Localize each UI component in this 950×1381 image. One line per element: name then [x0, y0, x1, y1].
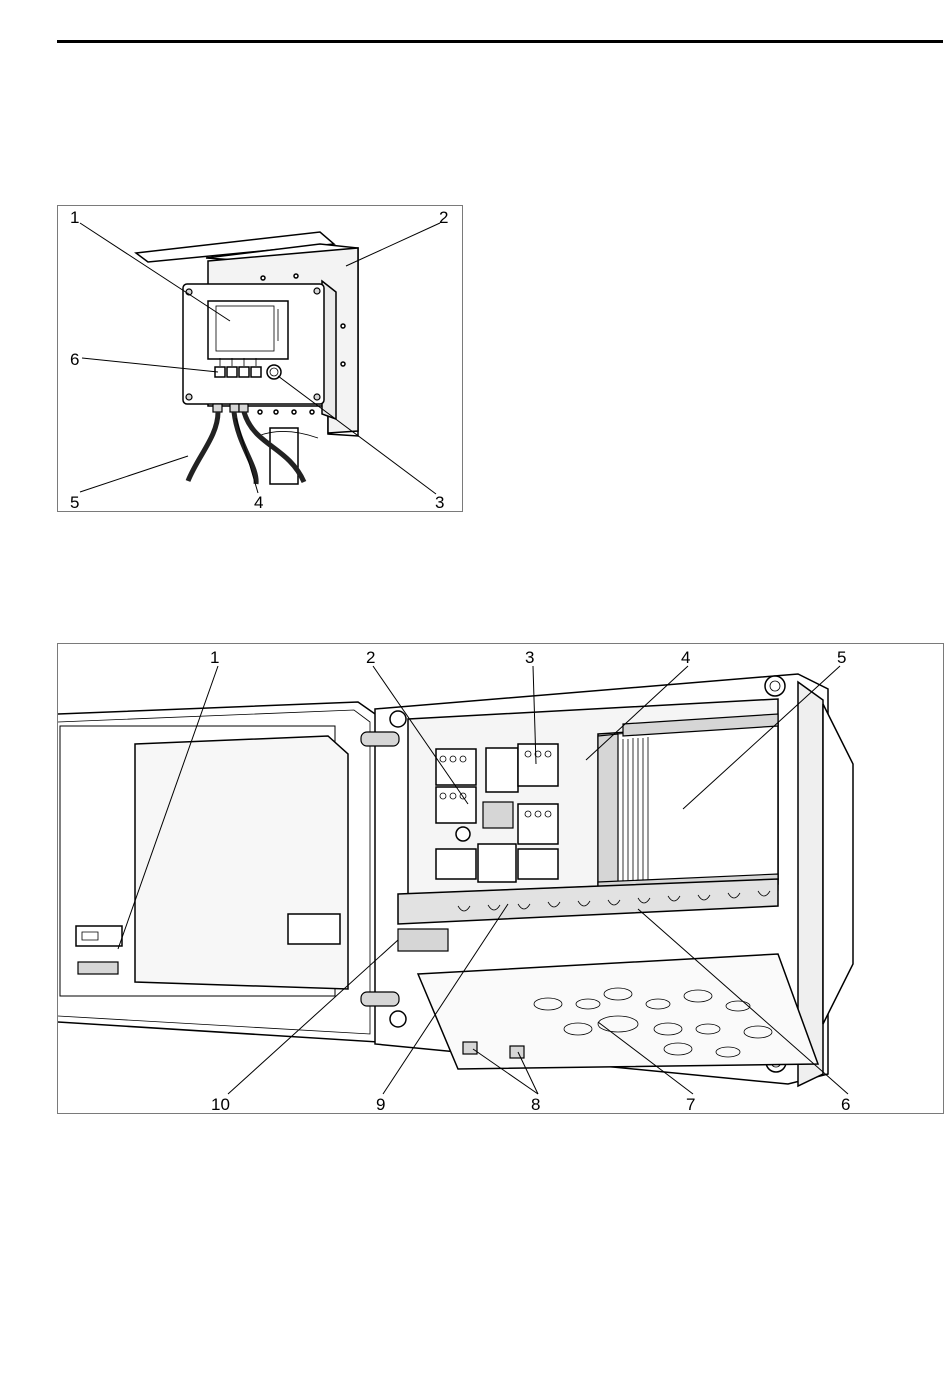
callout-10: 10	[211, 1095, 230, 1113]
callout-5: 5	[837, 648, 846, 667]
callout-3: 3	[435, 493, 444, 511]
figure-open-housing: 1 2 3 4 5 6 7 8 9 10	[57, 643, 944, 1114]
callout-5: 5	[70, 493, 79, 511]
callout-4: 4	[254, 493, 263, 511]
callout-6: 6	[841, 1095, 850, 1113]
header-rule	[57, 40, 943, 43]
callout-7: 7	[686, 1095, 695, 1113]
figure-device-with-cover: 1 2 3 4 5 6	[57, 205, 463, 512]
callout-4: 4	[681, 648, 690, 667]
callout-1: 1	[70, 208, 79, 227]
callout-1: 1	[210, 648, 219, 667]
housing-illustration: 1 2 3 4 5 6 7 8 9 10	[58, 644, 943, 1113]
callout-8: 8	[531, 1095, 540, 1113]
device-illustration: 1 2 3 4 5 6	[58, 206, 462, 511]
callout-3: 3	[525, 648, 534, 667]
callout-2: 2	[439, 208, 448, 227]
callout-9: 9	[376, 1095, 385, 1113]
callout-2: 2	[366, 648, 375, 667]
callout-6: 6	[70, 350, 79, 369]
